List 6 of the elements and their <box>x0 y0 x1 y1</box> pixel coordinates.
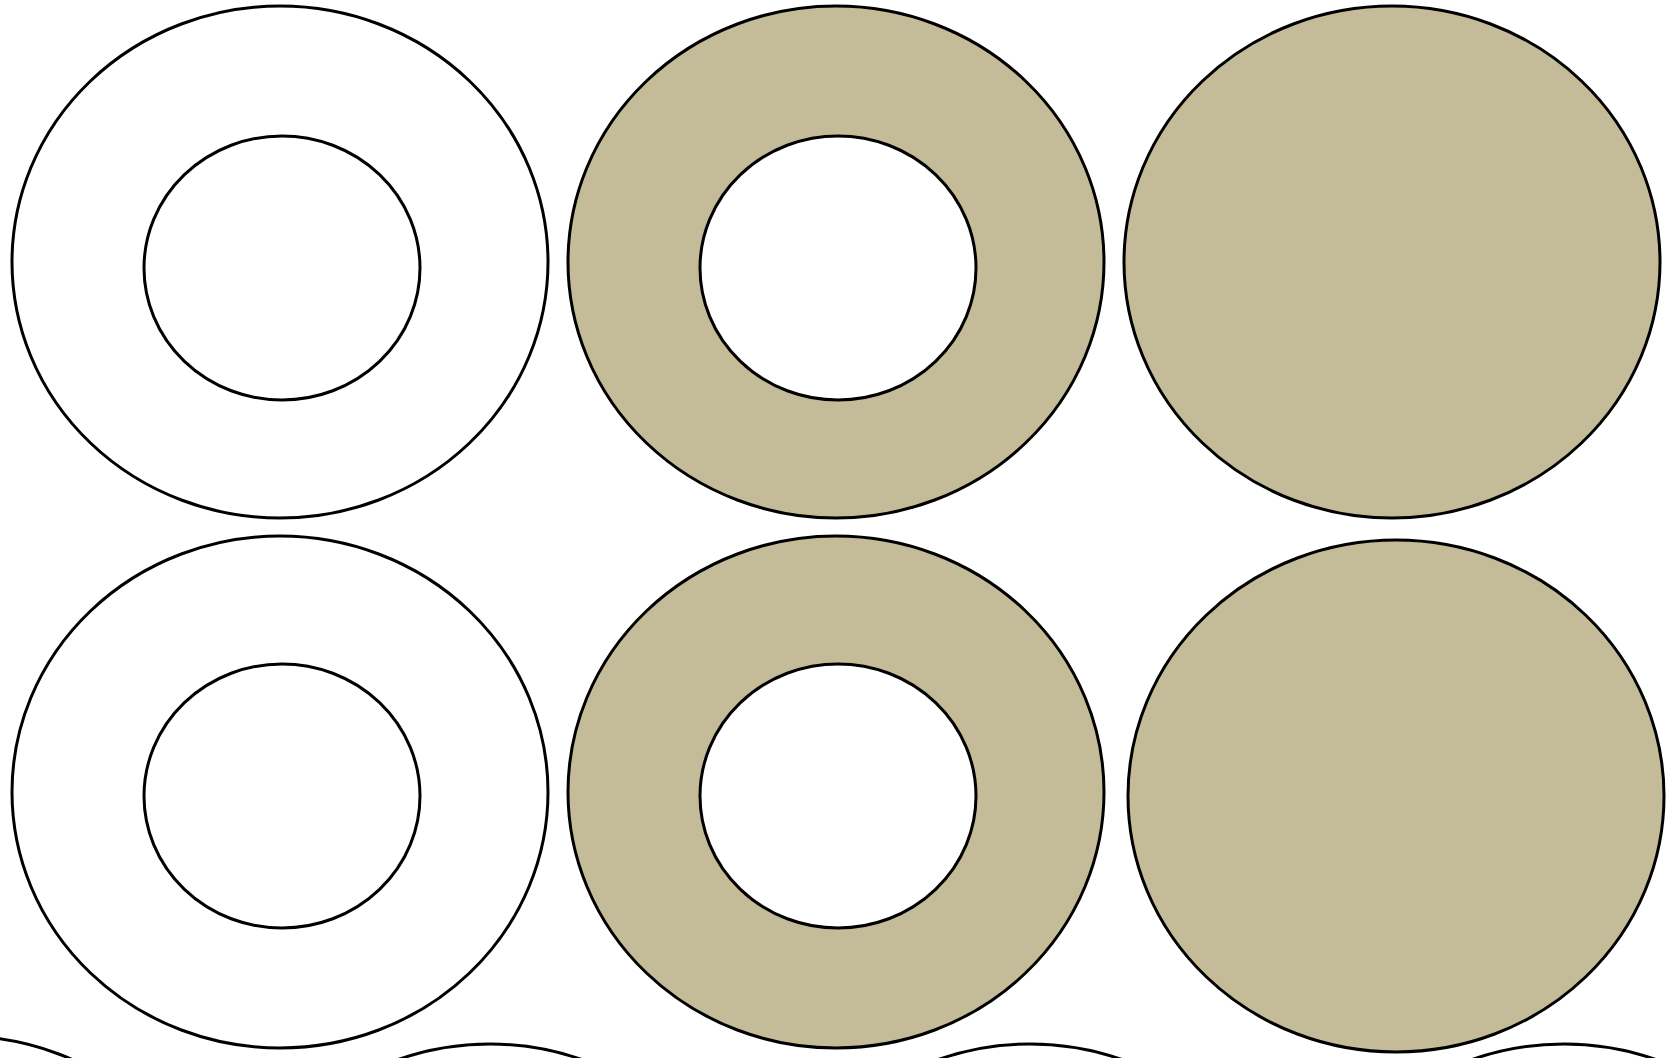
filled-ellipse <box>1122 4 1662 520</box>
inner-ellipse <box>142 134 422 402</box>
filled-ellipse <box>1126 538 1666 1054</box>
inner-ellipse <box>698 662 978 930</box>
inner-ellipse <box>698 134 978 402</box>
inner-ellipse <box>142 662 422 930</box>
